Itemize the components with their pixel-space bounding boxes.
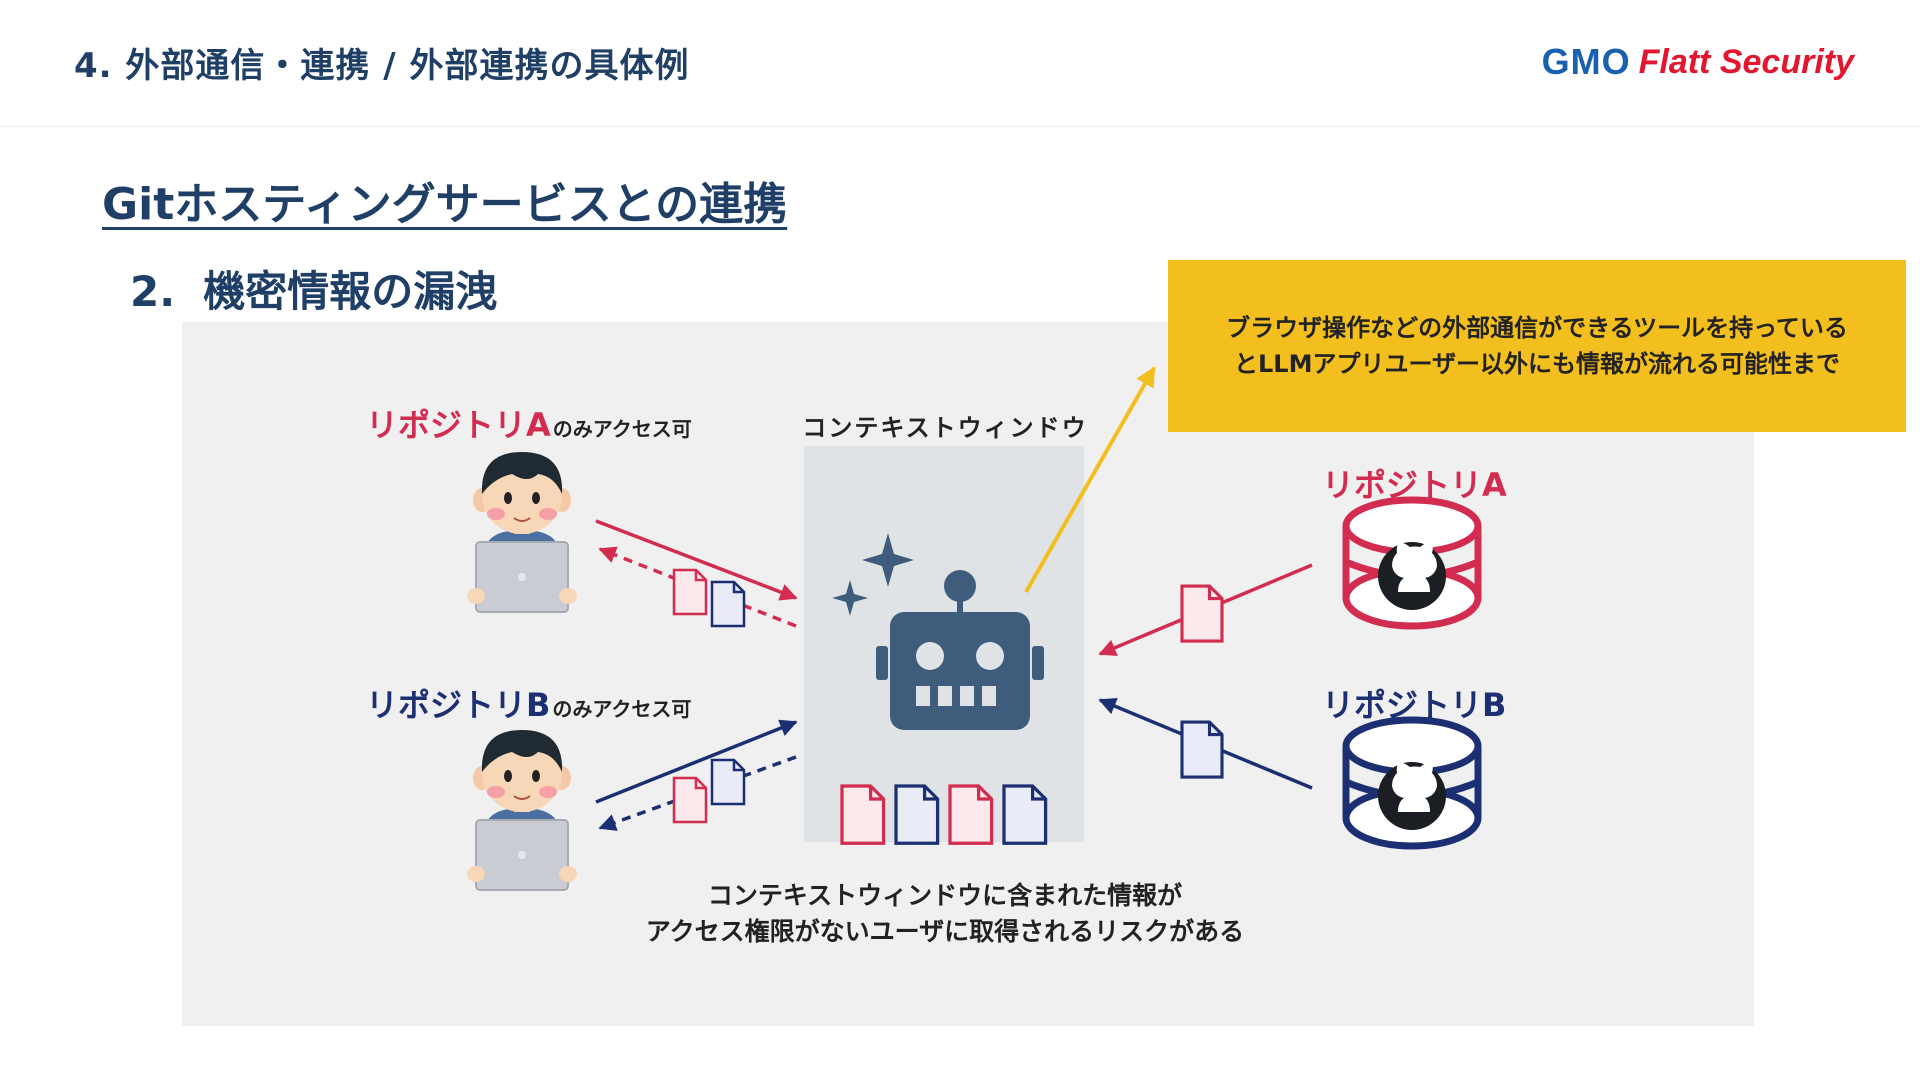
arrow-leak-to-user-a (598, 546, 797, 628)
user-a-access-note: のみアクセス可 (552, 417, 692, 441)
sparkle-icon-small (832, 580, 868, 616)
context-document-2 (894, 784, 940, 845)
context-document-3 (948, 784, 994, 845)
context-document-1 (840, 784, 886, 845)
subtitle-text: 機密情報の漏洩 (203, 267, 498, 316)
sparkle-icon-large (862, 533, 914, 587)
document-icon-repo-a (1180, 584, 1224, 643)
risk-note: コンテキストウィンドウに含まれた情報が アクセス権限がないユーザに取得されるリス… (560, 878, 1330, 951)
document-icon-a1 (672, 568, 708, 616)
document-icon-b1 (672, 776, 708, 824)
arrow-external-leak (1024, 366, 1156, 593)
context-window-label: コンテキストウィンドウ (802, 414, 1088, 442)
arrow-to-context-a (595, 519, 798, 601)
callout-box: ブラウザ操作などの外部通信ができるツールを持っている とLLMアプリユーザー以外… (1168, 260, 1906, 432)
repo-a-github-database-icon (1342, 496, 1482, 630)
repo-b-label: リポジトリB (1322, 686, 1507, 724)
user-a-repo-name: リポジトリA (366, 406, 551, 444)
callout-line-1: ブラウザ操作などの外部通信ができるツールを持っている (1226, 314, 1848, 342)
context-document-4 (1002, 784, 1048, 845)
subtitle: 2. 機密情報の漏洩 (130, 258, 497, 319)
repo-a-label: リポジトリA (1322, 466, 1507, 504)
logo-gmo-text: GMO (1541, 41, 1631, 82)
user-b-icon (466, 729, 578, 891)
arrow-to-context-b (595, 719, 798, 804)
risk-note-line-1: コンテキストウィンドウに含まれた情報が (707, 881, 1183, 910)
brand-logo: GMO Flatt Security (1541, 41, 1854, 82)
page-title: Gitホスティングサービスとの連携 (102, 179, 788, 230)
user-a-icon (466, 451, 578, 613)
repo-b-github-database-icon (1342, 716, 1482, 850)
user-b-repo-name: リポジトリB (366, 686, 551, 724)
user-b-access-note: のみアクセス可 (552, 697, 692, 721)
robot-icon (832, 533, 1044, 730)
subtitle-number: 2. (130, 267, 176, 316)
section-title: 4. 外部通信・連携 / 外部連携の具体例 (74, 46, 690, 86)
header-bar (0, 0, 1920, 127)
callout-line-2: とLLMアプリユーザー以外にも情報が流れる可能性まで (1234, 350, 1840, 378)
document-icon-repo-b (1180, 720, 1224, 779)
document-icon-b2 (710, 758, 746, 806)
document-icon-a2 (710, 580, 746, 628)
risk-note-line-2: アクセス権限がないユーザに取得されるリスクがある (645, 917, 1245, 947)
logo-flatt-text: Flatt Security (1638, 42, 1854, 81)
